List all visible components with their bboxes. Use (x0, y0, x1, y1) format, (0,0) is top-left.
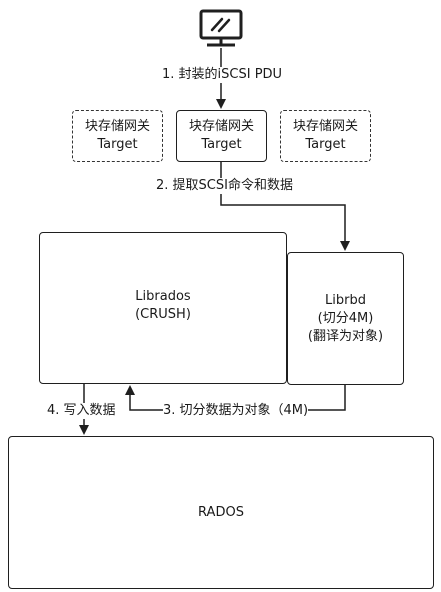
gateway-title: 块存储网关 (188, 119, 254, 134)
gateway-subtitle: Target (97, 137, 138, 152)
librbd-subtitle: (切分4M) (317, 310, 374, 326)
gateway-target-active: 块存储网关 Target (176, 110, 267, 162)
step1-label: 1. 封装的iSCSI PDU (162, 67, 283, 83)
gateway-subtitle: Target (305, 137, 346, 152)
librbd-box: Librbd (切分4M) (翻译为对象) (287, 252, 404, 385)
librados-box: Librados (CRUSH) (39, 232, 287, 384)
rados-title: RADOS (198, 504, 244, 520)
librbd-note: (翻译为对象) (307, 328, 384, 344)
gateway-target-left: 块存储网关 Target (72, 110, 163, 162)
librados-subtitle: (CRUSH) (135, 307, 191, 322)
gateway-title: 块存储网关 (292, 119, 358, 134)
librbd-title: Librbd (325, 292, 366, 308)
step2-label: 2. 提取SCSI命令和数据 (156, 178, 293, 194)
librados-title: Librados (135, 289, 191, 304)
step3-label: 3. 切分数据为对象（4M) (163, 403, 309, 419)
monitor-icon (199, 9, 243, 47)
gateway-title: 块存储网关 (84, 119, 150, 134)
step4-label: 4. 写入数据 (47, 403, 116, 419)
rados-box: RADOS (8, 436, 434, 589)
gateway-target-right: 块存储网关 Target (280, 110, 371, 162)
gateway-subtitle: Target (201, 137, 242, 152)
